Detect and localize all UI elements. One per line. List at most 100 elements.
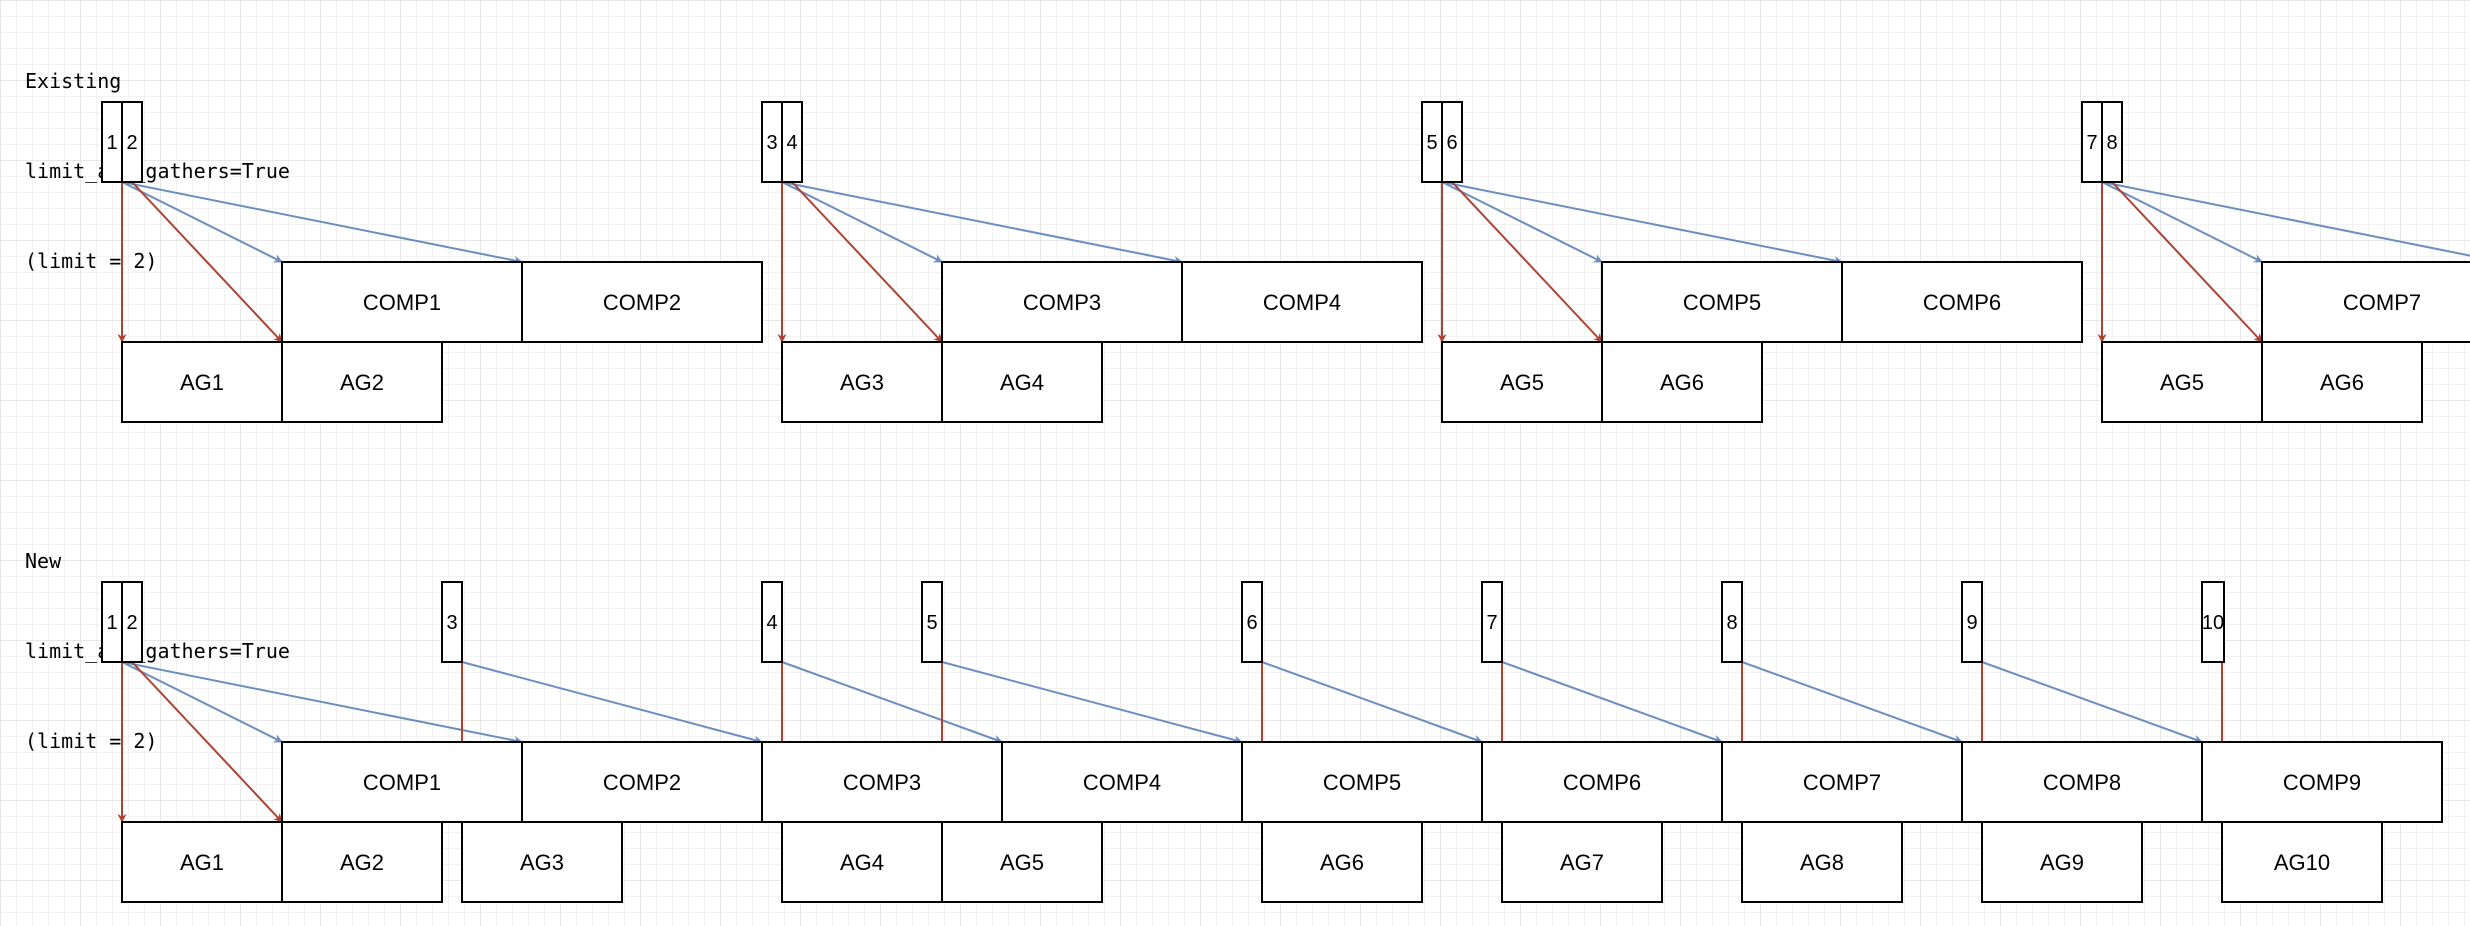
new-ag-box-9-rect — [1981, 821, 2143, 903]
existing-red-arrow-8 — [2111, 181, 2263, 343]
new-ag-box-9: AG9 — [1981, 821, 2143, 903]
existing-heading-line-3: (limit = 2) — [25, 249, 158, 273]
existing-ag-box-4-rect — [941, 341, 1103, 423]
new-ag-box-7: AG7 — [1501, 821, 1663, 903]
new-ag-box-6-rect — [1261, 821, 1423, 903]
existing-ag-box-4: AG4 — [941, 341, 1103, 423]
existing-blue-arrow-3 — [781, 181, 943, 263]
new-comp-box-1: COMP1 — [281, 741, 523, 823]
new-marker-4: 4 — [761, 581, 783, 663]
new-marker-2-rect — [121, 581, 143, 663]
new-comp-box-7-label: COMP7 — [1803, 770, 1881, 795]
new-comp-box-9-label: COMP9 — [2283, 770, 2361, 795]
new-comp-box-1-label: COMP1 — [363, 770, 441, 795]
new-ag-box-4-rect — [781, 821, 943, 903]
new-marker-5-label: 5 — [926, 612, 937, 634]
new-blue-arrow-6 — [1261, 661, 1483, 744]
existing-ag-box-4-label: AG4 — [1000, 370, 1044, 395]
existing-comp-box-4-rect — [1181, 261, 1423, 343]
new-ag-box-3: AG3 — [461, 821, 623, 903]
new-comp-box-8-label: COMP8 — [2043, 770, 2121, 795]
existing-red-arrow-4 — [791, 181, 943, 343]
existing-heading-line-2: limit_all_gathers=True — [25, 159, 290, 183]
new-ag-box-4-label: AG4 — [840, 850, 884, 875]
existing-comp-box-2-label: COMP2 — [603, 290, 681, 315]
new-marker-3: 3 — [441, 581, 463, 663]
existing-comp-box-7: COMP7 — [2261, 261, 2470, 343]
new-marker-7-rect — [1481, 581, 1503, 663]
new-comp-box-6: COMP6 — [1481, 741, 1723, 823]
new-marker-2: 2 — [121, 581, 143, 663]
new-blue-arrow-5 — [941, 661, 1243, 745]
new-marker-10-label: 10 — [2202, 612, 2224, 634]
existing-marker-6: 6 — [1441, 101, 1463, 183]
existing-comp-box-3-label: COMP3 — [1023, 290, 1101, 315]
existing-ag-box-2: AG2 — [281, 341, 443, 423]
existing-comp-box-5-label: COMP5 — [1683, 290, 1761, 315]
new-ag-box-8: AG8 — [1741, 821, 1903, 903]
existing-comp-box-4: COMP4 — [1181, 261, 1423, 343]
existing-ag-box-8: AG6 — [2261, 341, 2423, 423]
existing-marker-8-label: 8 — [2106, 132, 2117, 154]
existing-comp-box-4-label: COMP4 — [1263, 290, 1341, 315]
existing-ag-box-8-rect — [2261, 341, 2423, 423]
new-marker-3-rect — [441, 581, 463, 663]
new-comp-box-5: COMP5 — [1241, 741, 1483, 823]
existing-ag-box-2-rect — [281, 341, 443, 423]
new-comp-box-3: COMP3 — [761, 741, 1003, 823]
existing-marker-6-rect — [1441, 101, 1463, 183]
existing-marker-4-rect — [781, 101, 803, 183]
existing-ag-box-3-label: AG3 — [840, 370, 884, 395]
existing-comp-box-7-label: COMP7 — [2343, 290, 2421, 315]
existing-blue-arrow-1 — [121, 181, 283, 263]
existing-ag-box-1: AG1 — [121, 341, 283, 423]
existing-blue-arrow-7 — [2101, 181, 2263, 263]
new-ag-box-5-label: AG5 — [1000, 850, 1044, 875]
new-comp-box-3-label: COMP3 — [843, 770, 921, 795]
existing-heading-line-1: Existing — [25, 69, 122, 93]
new-ag-box-6: AG6 — [1261, 821, 1423, 903]
new-blue-arrow-8 — [1741, 661, 1963, 744]
existing-ag-box-3-rect — [781, 341, 943, 423]
existing-marker-5: 5 — [1421, 101, 1443, 183]
new-marker-10: 10 — [2201, 581, 2225, 663]
new-heading: New limit_all_gathers=True (limit = 2) — [25, 486, 290, 786]
new-marker-9-label: 9 — [1966, 612, 1977, 634]
new-comp-box-3-rect — [761, 741, 1003, 823]
new-blue-arrow-1 — [121, 661, 283, 743]
new-comp-box-1-rect — [281, 741, 523, 823]
existing-comp-box-1-rect — [281, 261, 523, 343]
new-marker-6-label: 6 — [1246, 612, 1257, 634]
new-comp-box-7-rect — [1721, 741, 1963, 823]
existing-comp-box-6-label: COMP6 — [1923, 290, 2001, 315]
new-comp-box-9: COMP9 — [2201, 741, 2443, 823]
new-comp-box-5-label: COMP5 — [1323, 770, 1401, 795]
existing-ag-box-5: AG5 — [1441, 341, 1603, 423]
new-blue-arrow-3 — [461, 661, 763, 745]
new-comp-box-2: COMP2 — [521, 741, 763, 823]
existing-marker-3: 3 — [761, 101, 783, 183]
new-ag-box-8-label: AG8 — [1800, 850, 1844, 875]
existing-comp-box-5-rect — [1601, 261, 1843, 343]
existing-red-arrow-2 — [131, 181, 283, 343]
new-marker-3-label: 3 — [446, 612, 457, 634]
existing-ag-box-1-label: AG1 — [180, 370, 224, 395]
existing-red-arrow-6 — [1451, 181, 1603, 343]
existing-comp-box-2-rect — [521, 261, 763, 343]
existing-comp-box-7-rect — [2261, 261, 2470, 343]
new-comp-box-8: COMP8 — [1961, 741, 2203, 823]
new-red-arrow-2 — [131, 661, 283, 823]
new-blue-arrow-2 — [121, 661, 523, 745]
new-ag-box-2-label: AG2 — [340, 850, 384, 875]
existing-marker-2: 2 — [121, 101, 143, 183]
new-ag-box-10-rect — [2221, 821, 2383, 903]
existing-blue-arrow-2 — [121, 181, 523, 265]
new-marker-9: 9 — [1961, 581, 1983, 663]
existing-ag-box-6-label: AG6 — [1660, 370, 1704, 395]
new-marker-5: 5 — [921, 581, 943, 663]
new-marker-5-rect — [921, 581, 943, 663]
existing-blue-arrow-6 — [1441, 181, 1843, 265]
new-comp-box-4-label: COMP4 — [1083, 770, 1161, 795]
new-comp-box-9-rect — [2201, 741, 2443, 823]
